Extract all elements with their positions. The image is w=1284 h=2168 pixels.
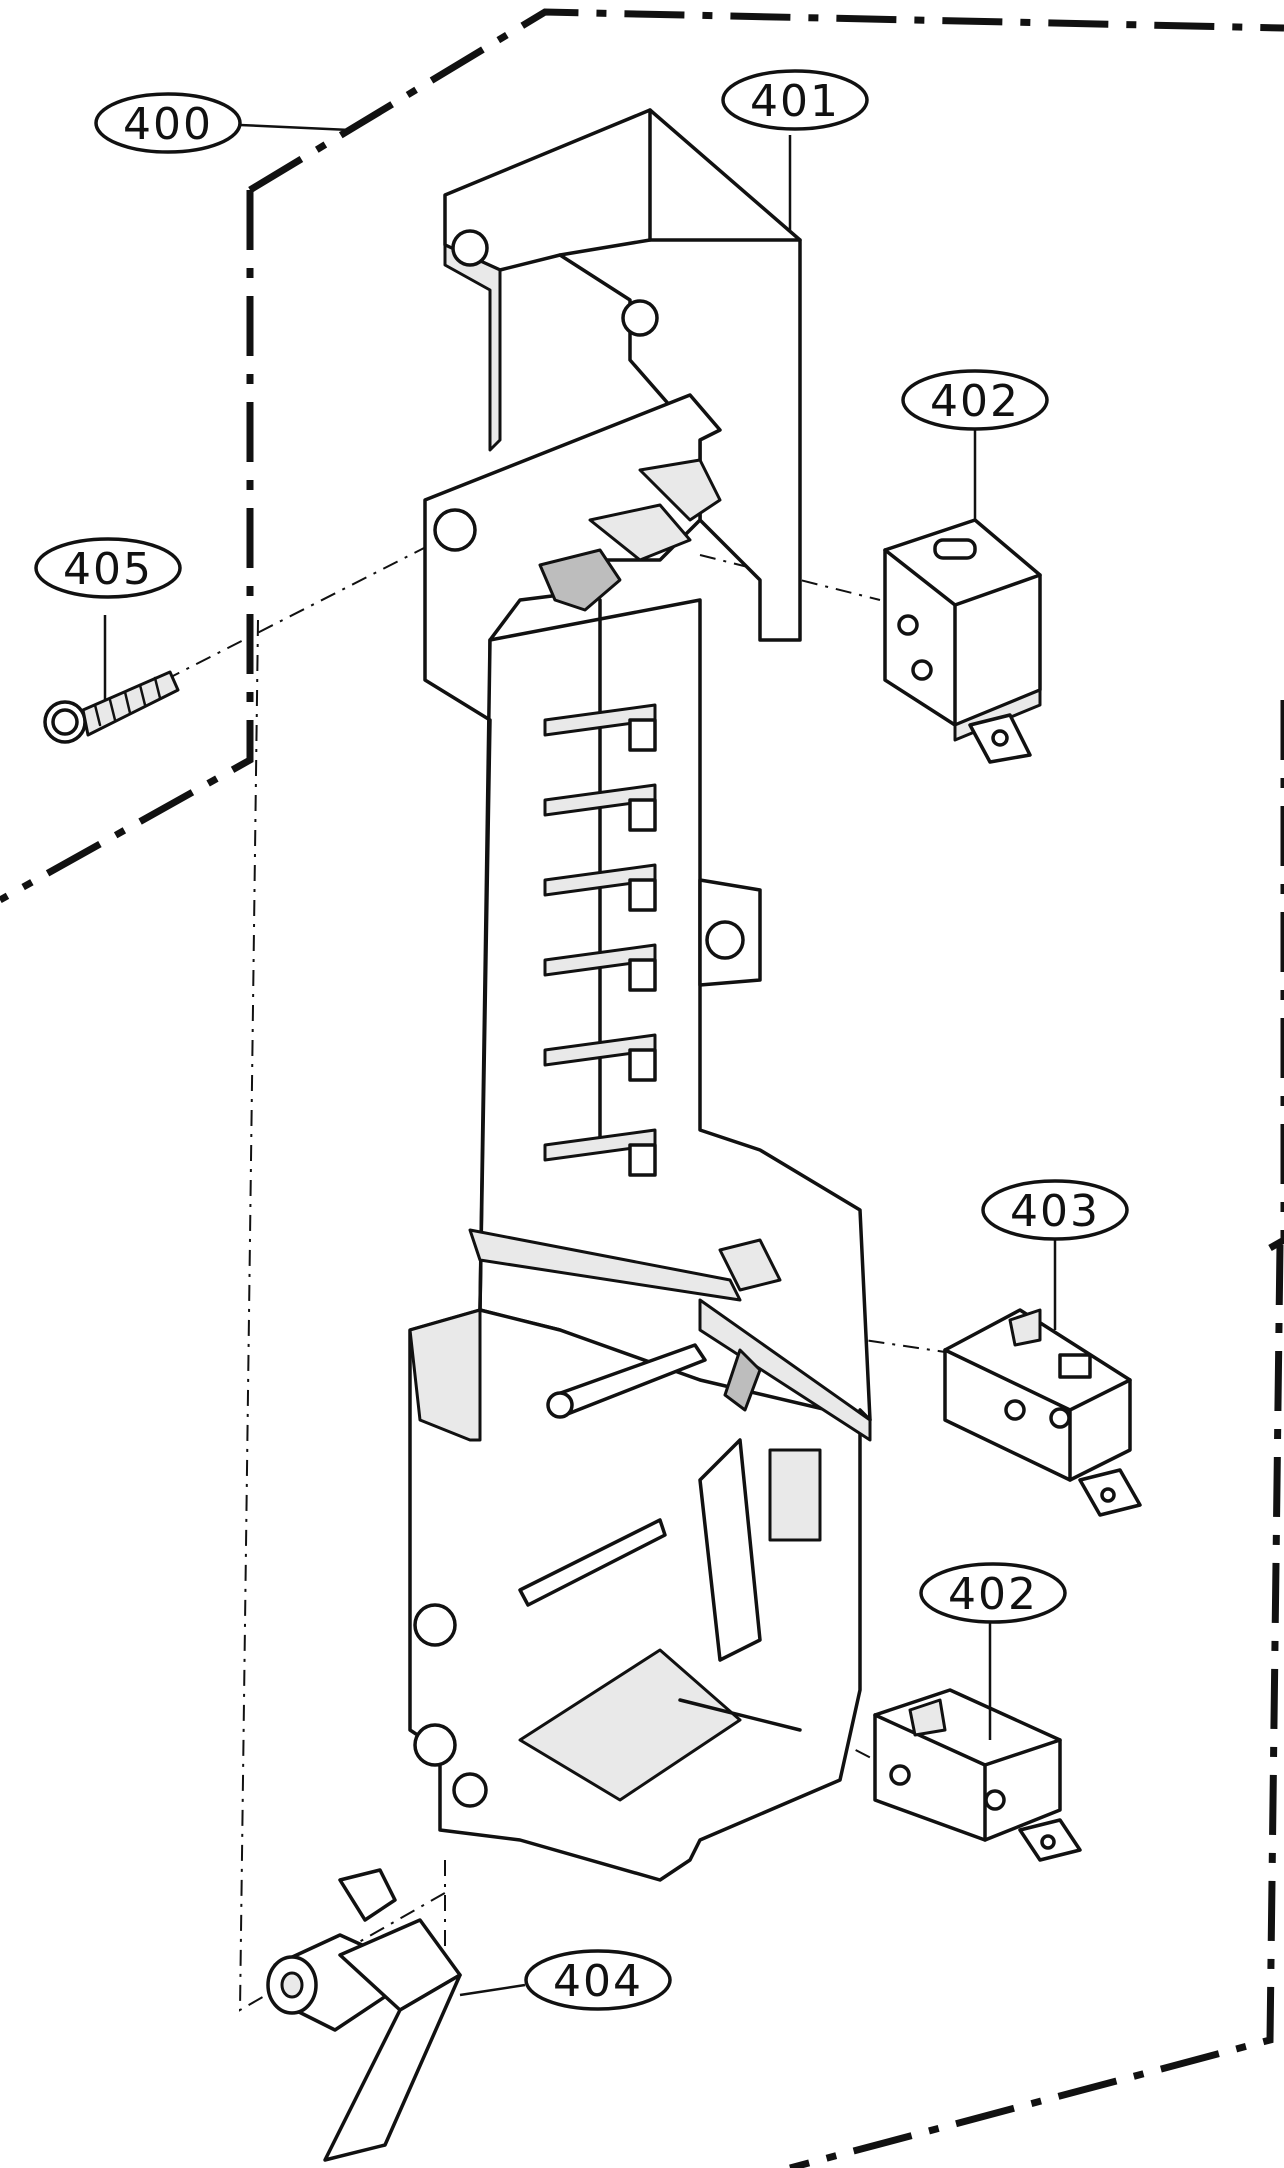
callout-402-bottom-label: 402 xyxy=(948,1569,1038,1620)
callout-400-label: 400 xyxy=(123,99,213,150)
callout-403: 403 xyxy=(981,1179,1129,1241)
callout-401-label: 401 xyxy=(750,76,840,127)
screw-405 xyxy=(43,670,180,744)
callout-400: 400 xyxy=(94,92,242,154)
callout-402-top: 402 xyxy=(901,369,1049,431)
callout-404: 404 xyxy=(524,1949,672,2011)
callout-405: 405 xyxy=(34,537,182,599)
callout-404-label: 404 xyxy=(553,1956,643,2007)
callout-401: 401 xyxy=(721,69,869,131)
microswitch-402-top xyxy=(883,518,1042,764)
callout-leaders xyxy=(103,123,1057,1997)
microswitch-403 xyxy=(943,1308,1142,1517)
callout-403-label: 403 xyxy=(1010,1186,1100,1237)
lever-404 xyxy=(266,1868,462,2162)
callout-405-label: 405 xyxy=(63,544,153,595)
latch-board xyxy=(408,108,872,1882)
callout-402-top-label: 402 xyxy=(930,376,1020,427)
callout-402-bottom: 402 xyxy=(919,1562,1067,1624)
microswitch-402-bottom xyxy=(873,1688,1082,1862)
